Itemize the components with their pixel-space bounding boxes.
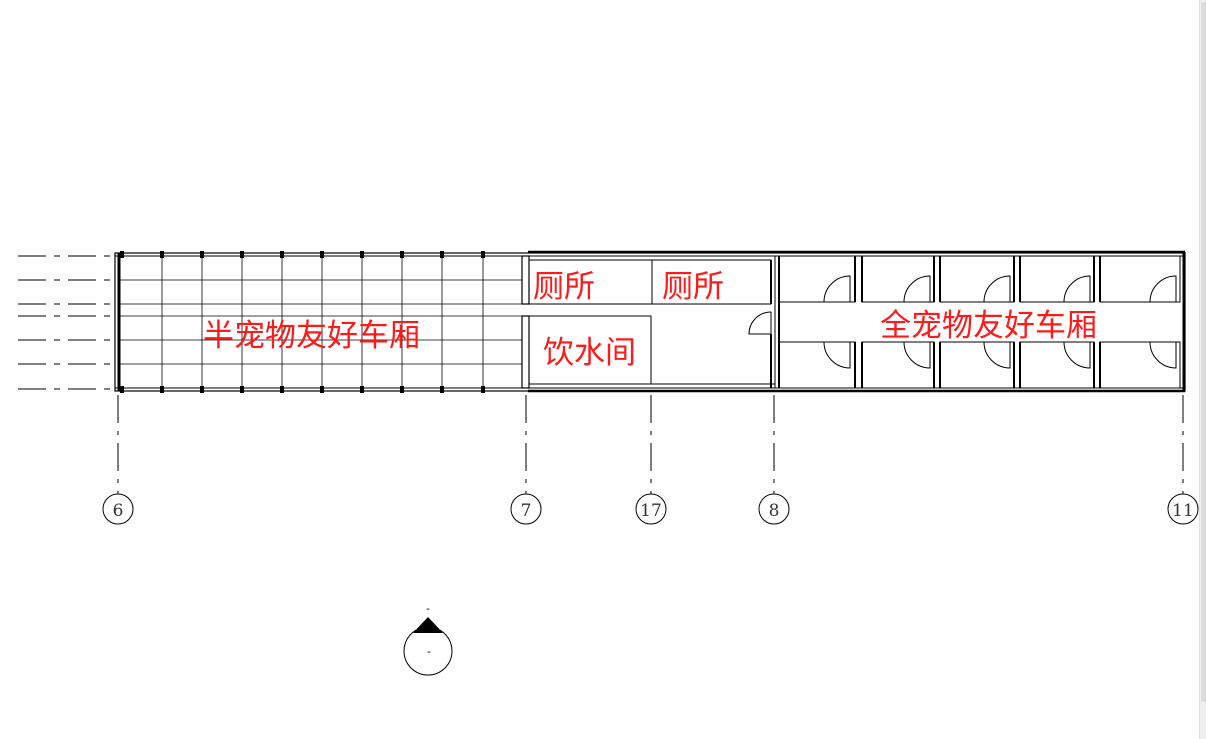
axis-bubble-17	[635, 493, 667, 525]
room-label-full-pet-car: 全宠物友好车厢	[880, 308, 1097, 344]
axis-labels: 6 7 17 8 11	[113, 501, 1194, 521]
entry-door	[748, 311, 772, 335]
axis-bubble-6	[102, 493, 134, 525]
room-label-toilet-a: 厕所	[533, 269, 595, 305]
axis-lines	[117, 395, 1184, 494]
room-label-water-room: 饮水间	[543, 335, 636, 371]
axis-bubble-8	[758, 493, 790, 525]
room-labels: 厕所 厕所 饮水间 半宠物友好车厢 全宠物友好车厢	[203, 269, 1097, 371]
room-label-half-pet-car: 半宠物友好车厢	[203, 318, 420, 354]
axis-bubble-7	[510, 493, 542, 525]
axis-label-8: 8	[769, 501, 780, 521]
utility-zone	[528, 256, 776, 388]
axis-bubble-11	[1167, 493, 1199, 525]
room-label-toilet-b: 厕所	[662, 269, 724, 305]
section-marker-center-label: -	[427, 645, 431, 658]
section-marker-top-label: -	[426, 602, 430, 615]
half-pet-seat-grid	[119, 256, 522, 388]
axis-label-7: 7	[521, 501, 532, 521]
axis-label-11: 11	[1172, 501, 1194, 521]
scrollbar-thumb[interactable]	[1201, 2, 1206, 702]
axis-label-6: 6	[113, 501, 124, 521]
compartment-door-swings	[823, 275, 1177, 369]
section-marker: - -	[403, 602, 453, 676]
continuation-lines	[18, 255, 114, 390]
axis-label-17: 17	[640, 501, 662, 521]
grid-tick-marks	[120, 251, 485, 393]
vertical-scrollbar[interactable]	[1199, 0, 1206, 739]
full-pet-compartments	[778, 255, 1181, 389]
axis-bubbles	[102, 493, 1199, 525]
partition-wall-7	[521, 255, 530, 389]
